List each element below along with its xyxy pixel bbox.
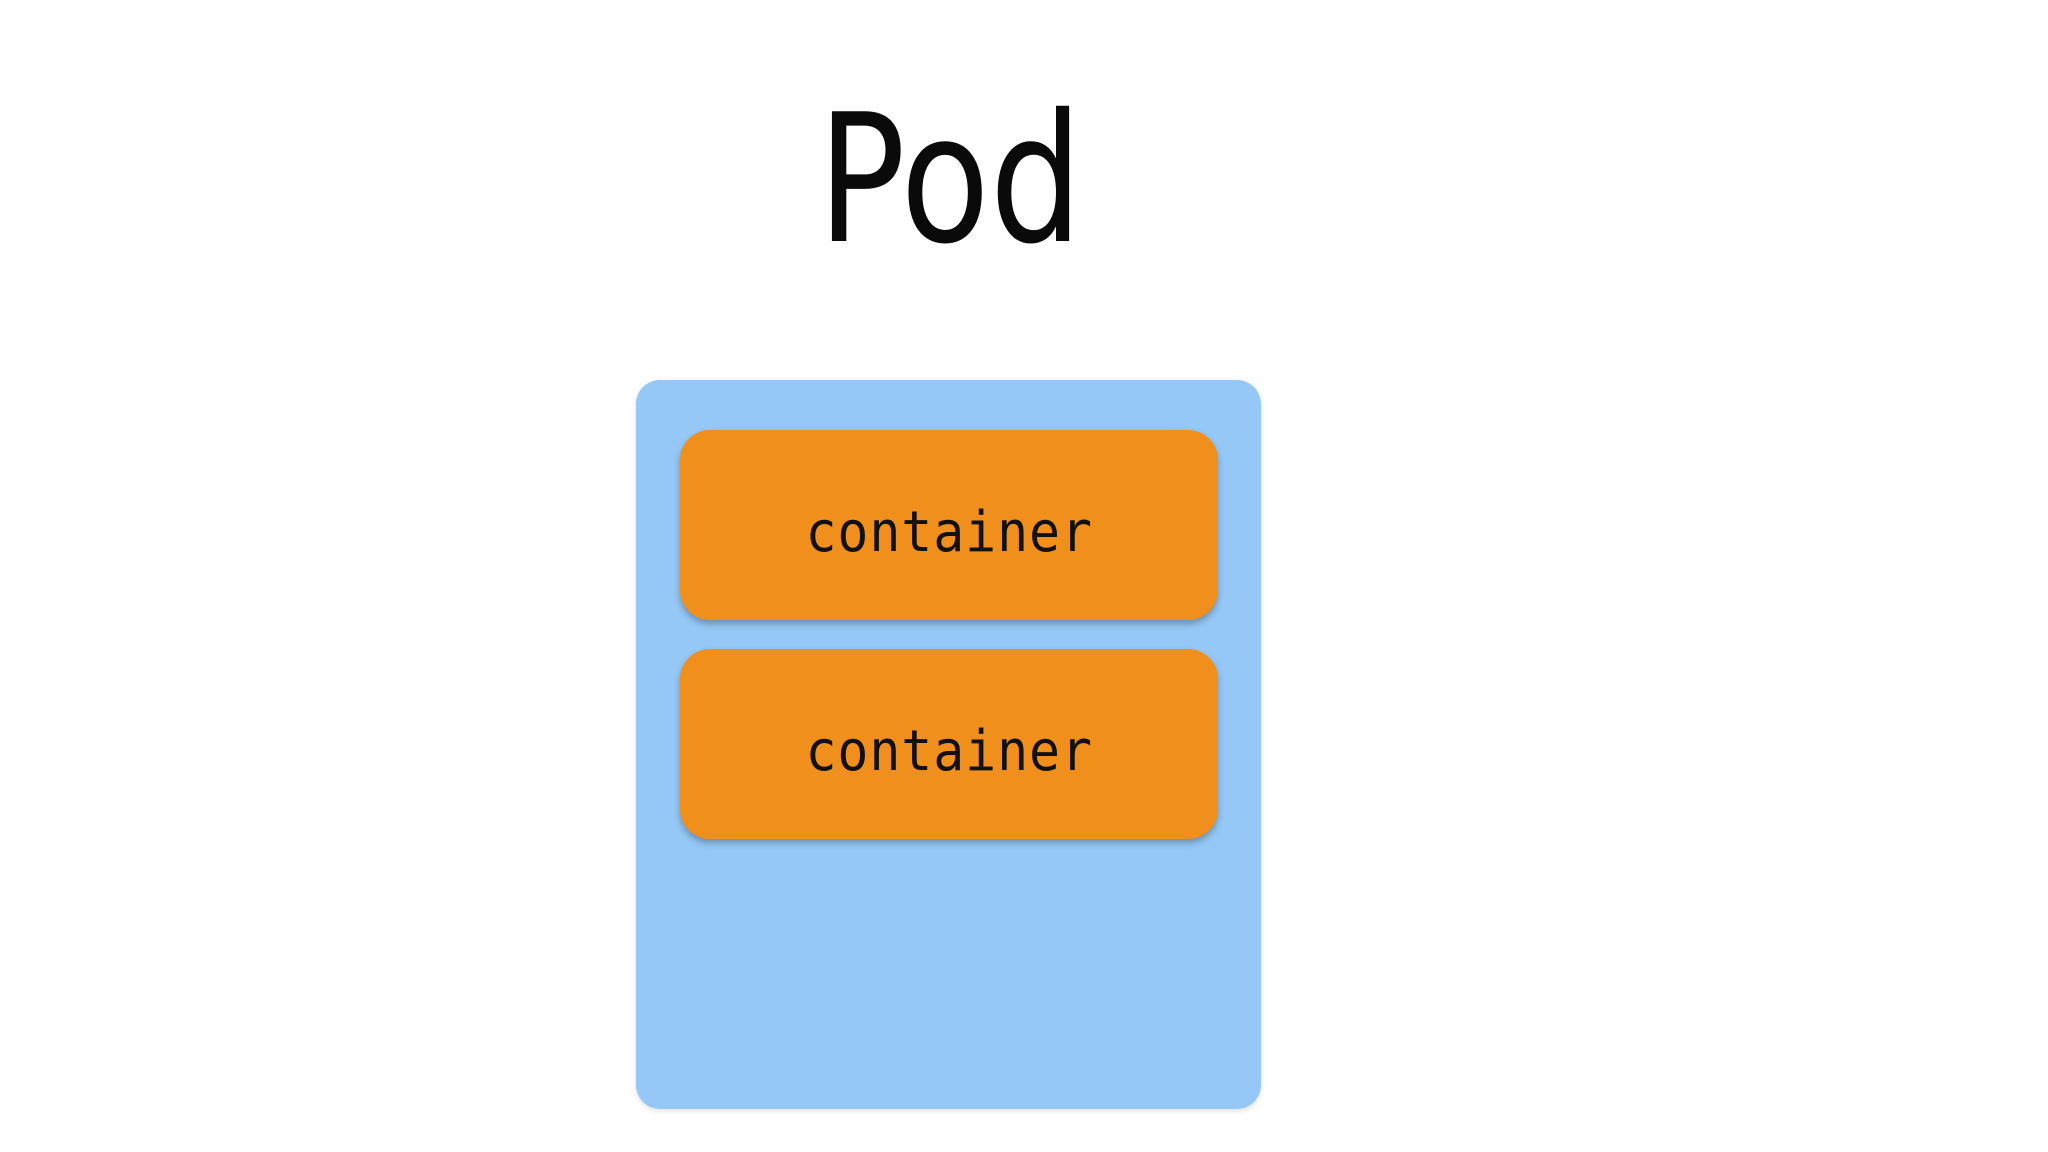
container-label: container xyxy=(805,718,1093,784)
container-box-2: container xyxy=(680,649,1218,839)
slide-title: Pod xyxy=(817,76,1083,283)
container-label: container xyxy=(805,499,1093,565)
container-box-1: container xyxy=(680,430,1218,620)
